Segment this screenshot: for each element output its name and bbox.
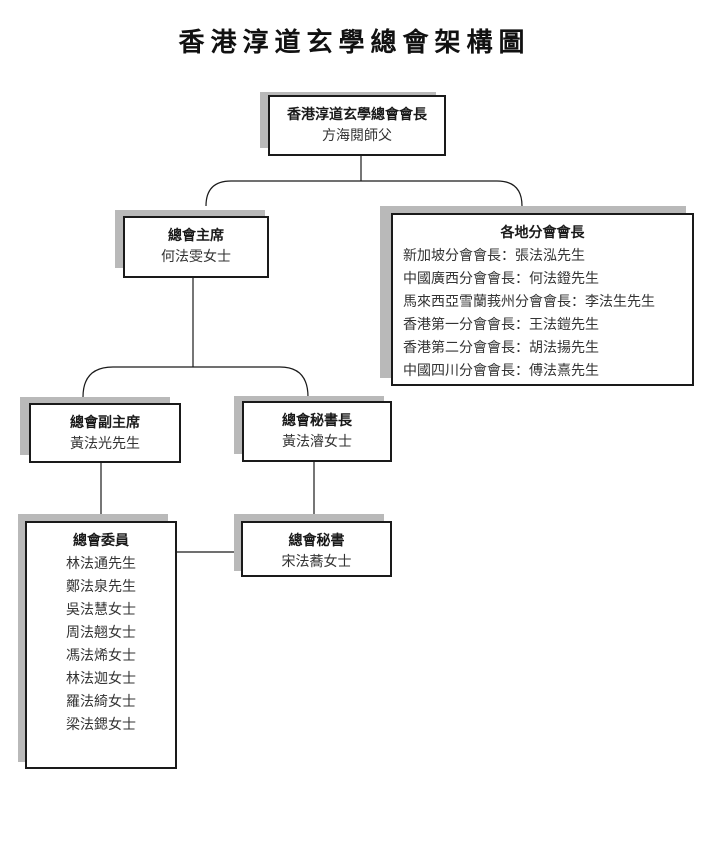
connector-tier2 xyxy=(205,180,523,207)
secretary-title: 總會秘書 xyxy=(288,533,345,549)
committee-title: 總會委員 xyxy=(73,533,129,549)
branch-item: 中國四川分會會長：傅法熹先生 xyxy=(403,363,599,379)
committee-member: 林法通先生 xyxy=(66,556,136,572)
branches-title: 各地分會會長 xyxy=(500,225,585,241)
branch-item: 香港第一分會會長：王法鎧先生 xyxy=(403,317,599,333)
president-title: 香港淳道玄學總會會長 xyxy=(287,107,427,123)
vice-chairman-box: 總會副主席 黃法光先生 xyxy=(29,403,181,463)
committee-member: 羅法綺女士 xyxy=(66,694,136,710)
secretary-name: 宋法蕎女士 xyxy=(281,554,352,570)
chairman-name: 何法雯女士 xyxy=(161,249,231,265)
committee-member: 馮法烯女士 xyxy=(66,648,136,664)
branch-item: 中國廣西分會會長：何法鐙先生 xyxy=(403,271,599,287)
secretary-box: 總會秘書 宋法蕎女士 xyxy=(241,521,392,577)
chart-title: 香港淳道玄學總會架構圖 xyxy=(178,28,531,58)
secretary-general-box: 總會秘書長 黃法濬女士 xyxy=(242,401,392,462)
branch-item: 馬來西亞雪蘭莪州分會會長：李法生先生 xyxy=(403,294,655,310)
committee-list: 林法通先生 鄭法泉先生 吳法慧女士 周法翹女士 馮法烯女士 林法迦女士 羅法綺女… xyxy=(27,553,175,737)
branches-list: 新加坡分會會長：張法泓先生 中國廣西分會會長：何法鐙先生 馬來西亞雪蘭莪州分會會… xyxy=(393,245,692,383)
committee-member: 周法翹女士 xyxy=(66,625,136,641)
committee-member: 梁法鍶女士 xyxy=(66,717,136,733)
committee-member: 林法迦女士 xyxy=(66,671,136,687)
branch-item: 香港第二分會會長：胡法揚先生 xyxy=(403,340,599,356)
vice-chairman-title: 總會副主席 xyxy=(70,415,140,431)
secretary-general-title: 總會秘書長 xyxy=(282,413,352,429)
president-box: 香港淳道玄學總會會長 方海閱師父 xyxy=(268,95,446,156)
president-name: 方海閱師父 xyxy=(322,128,392,144)
committee-box: 總會委員 林法通先生 鄭法泉先生 吳法慧女士 周法翹女士 馮法烯女士 林法迦女士… xyxy=(25,521,177,769)
committee-member: 吳法慧女士 xyxy=(66,602,136,618)
connector-tier3 xyxy=(82,366,309,398)
chairman-box: 總會主席 何法雯女士 xyxy=(123,216,269,278)
vice-chairman-name: 黃法光先生 xyxy=(70,436,140,452)
committee-member: 鄭法泉先生 xyxy=(66,579,136,595)
branch-item: 新加坡分會會長：張法泓先生 xyxy=(403,248,585,264)
secretary-general-name: 黃法濬女士 xyxy=(282,434,352,450)
chairman-title: 總會主席 xyxy=(168,228,224,244)
branches-box: 各地分會會長 新加坡分會會長：張法泓先生 中國廣西分會會長：何法鐙先生 馬來西亞… xyxy=(391,213,694,386)
